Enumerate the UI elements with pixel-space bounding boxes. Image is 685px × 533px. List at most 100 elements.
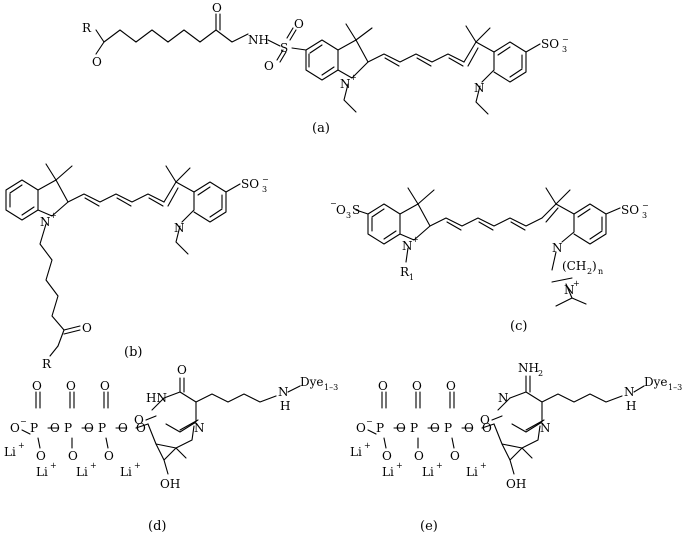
counterion-li: Li (422, 465, 434, 479)
charge-plus: + (436, 461, 443, 470)
charge-plus: + (396, 461, 403, 470)
atom-o: O (464, 421, 474, 435)
structure-e: O − P O O P O O P O O O O O O Li + Li + … (350, 361, 682, 533)
atom-o: O (450, 449, 460, 463)
atom-o: O (482, 421, 492, 435)
subscript-n: n (598, 267, 603, 276)
charge-minus: − (20, 417, 27, 426)
dye-label: Dye (300, 375, 324, 389)
atom-s: S (352, 203, 360, 217)
charge-plus: + (134, 461, 141, 470)
sulfonate-label: SO (241, 177, 259, 191)
atom-h: H (626, 399, 636, 413)
counterion-li: Li (4, 445, 16, 459)
atom-n: N (340, 77, 351, 91)
subscript-1: 1 (409, 273, 414, 282)
charge-plus: + (90, 461, 97, 470)
dye-range-subscript: 1–3 (324, 383, 338, 392)
charge-plus: + (480, 461, 487, 470)
structure-b: N + N SO 3 − O R (b) (5, 163, 269, 371)
amine-nh2-label: NH (518, 361, 539, 375)
charge-plus: + (412, 235, 419, 244)
atom-n: N (474, 81, 485, 95)
charge-plus: + (364, 441, 371, 450)
atom-o: O (412, 379, 422, 393)
caption-d: (d) (148, 519, 166, 533)
atom-r1: R (400, 265, 410, 279)
atom-hn: HN (146, 391, 167, 405)
sulfonate-label: SO (621, 203, 639, 217)
atom-o: O (36, 449, 46, 463)
atom-p: P (64, 421, 72, 435)
subscript-2: 2 (587, 267, 592, 276)
charge-plus: + (573, 279, 580, 288)
caption-a: (a) (312, 121, 330, 136)
atom-o: O (446, 379, 456, 393)
subscript-3: 3 (642, 211, 647, 220)
atom-o: O (212, 1, 222, 15)
atom-o: O (480, 413, 490, 427)
atom-p: P (444, 421, 452, 435)
atom-o: O (10, 421, 20, 435)
counterion-li: Li (350, 445, 362, 459)
atom-o: O (396, 421, 406, 435)
atom-p: P (30, 421, 38, 435)
atom-o: O (177, 363, 187, 377)
subscript-3: 3 (262, 185, 267, 194)
atom-n: N (552, 241, 563, 255)
atom-nh: NH (248, 33, 269, 47)
atom-n: N (402, 239, 413, 253)
chain-ch2-label: (CH (562, 259, 586, 273)
structure-a: R O O NH S O O N + N SO 3 − (a) (82, 1, 569, 136)
counterion-li: Li (76, 465, 88, 479)
atom-n: N (498, 391, 509, 405)
caption-b: (b) (124, 345, 142, 360)
atom-p: P (98, 421, 106, 435)
charge-minus: − (366, 417, 373, 426)
atom-oh: OH (506, 477, 526, 491)
atom-o: O (32, 379, 42, 393)
counterion-li: Li (120, 465, 132, 479)
atom-o: O (378, 379, 388, 393)
atom-o: O (104, 449, 114, 463)
counterion-li: Li (466, 465, 478, 479)
subscript-3: 3 (346, 211, 351, 220)
atom-o: O (100, 379, 110, 393)
counterion-li: Li (36, 465, 48, 479)
atom-o: O (136, 421, 146, 435)
atom-n: N (194, 421, 205, 435)
counterion-li: Li (382, 465, 394, 479)
atom-n: N (540, 421, 551, 435)
caption-c: (c) (510, 319, 527, 334)
atom-o: O (84, 421, 94, 435)
atom-o: O (92, 55, 102, 69)
structure-c: O − 3 S N + R 1 N (CH 2 ) n N + SO 3 − (… (330, 187, 649, 334)
charge-minus: − (330, 199, 337, 208)
subscript-3: 3 (562, 45, 567, 54)
charge-plus: + (50, 461, 57, 470)
atom-p: P (410, 421, 418, 435)
atom-o: O (68, 449, 78, 463)
atom-o: O (134, 413, 144, 427)
atom-o: O (430, 421, 440, 435)
atom-n: N (40, 215, 51, 229)
atom-n: N (278, 385, 289, 399)
atom-n: N (624, 385, 635, 399)
atom-o: O (356, 421, 366, 435)
atom-s: S (280, 41, 288, 55)
sulfonate-o-label: O (336, 203, 346, 217)
atom-o: O (82, 321, 92, 335)
subscript-2: 2 (538, 369, 543, 378)
dye-range-subscript: 1–3 (668, 383, 682, 392)
charge-plus: + (18, 441, 25, 450)
atom-o: O (264, 59, 274, 73)
atom-o: O (50, 421, 60, 435)
atom-p: P (376, 421, 384, 435)
structure-d: O − P O O P O O P O O O O O O Li + Li + … (4, 363, 338, 533)
charge-plus: + (350, 73, 357, 82)
charge-plus: + (50, 211, 57, 220)
atom-n: N (174, 221, 185, 235)
atom-h: H (280, 399, 290, 413)
